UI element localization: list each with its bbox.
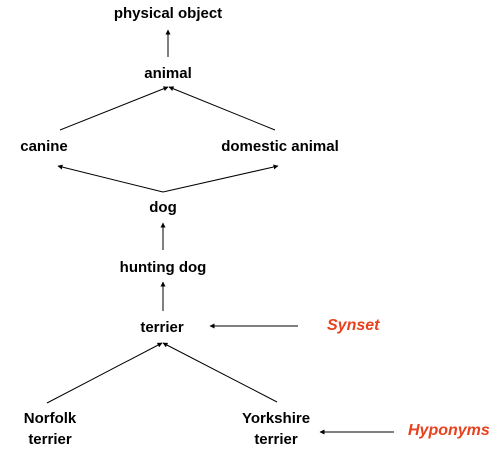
node-norfolk-terrier-line1: Norfolk	[23, 410, 77, 427]
node-yorkshire-terrier: Yorkshire terrier	[242, 408, 310, 450]
node-hunting-dog: hunting dog	[119, 259, 207, 276]
node-domestic-animal: domestic animal	[221, 138, 339, 155]
annotation-hyponyms: Hyponyms	[408, 422, 490, 439]
edge-yorkshire-to-terrier	[162, 342, 278, 403]
node-animal: animal	[144, 65, 192, 82]
edge-domestic-animal-to-animal	[168, 86, 276, 131]
node-yorkshire-terrier-line1: Yorkshire	[241, 410, 311, 427]
node-physical-object: physical object	[113, 5, 223, 22]
edge-canine-to-animal	[59, 86, 169, 131]
edge-dog-to-domestic-animal	[162, 164, 279, 193]
annotation-synset: Synset	[327, 317, 380, 334]
node-dog: dog	[149, 199, 177, 216]
node-norfolk-terrier-line2: terrier	[28, 431, 72, 448]
node-yorkshire-terrier-line2: terrier	[254, 431, 298, 448]
node-canine: canine	[20, 138, 68, 155]
node-norfolk-terrier: Norfolk terrier	[24, 408, 77, 450]
node-terrier: terrier	[140, 319, 184, 336]
edge-dog-to-canine	[57, 164, 164, 193]
edge-norfolk-to-terrier	[46, 342, 163, 404]
